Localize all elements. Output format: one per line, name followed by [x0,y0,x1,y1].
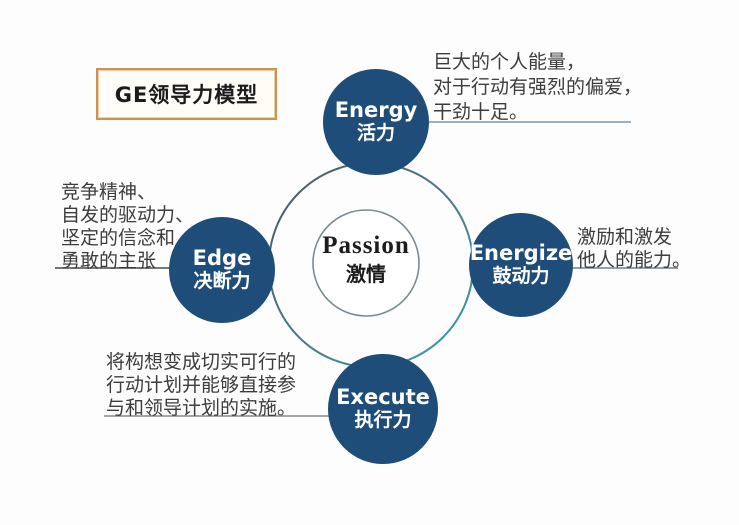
edge-annotation-line-3: 坚定的信念和 [61,227,176,249]
diagram-title: GE领导力模型 [114,83,259,107]
energy-annotation-line-3: 干劲十足。 [433,101,529,123]
execute-annotation: 将构想变成切实可行的 行动计划并能够直接参 与和领导计划的实施。 [106,351,326,420]
energize-annotation: 激励和激发 他人的能力。 [577,226,727,272]
node-energy-label-zh: 活力 [356,122,395,145]
center-label-en: Passion [322,232,410,259]
execute-annotation-line-2: 行动计划并能够直接参 [106,374,297,396]
node-execute-label-zh: 执行力 [354,409,412,432]
node-energize-label-zh: 鼓动力 [492,265,550,288]
edge-annotation-line-1: 竞争精神、 [61,181,157,203]
node-energy-label-en: Energy [334,98,418,123]
edge-annotation-line-2: 自发的驱动力、 [61,204,195,226]
node-execute: Execute 执行力 [328,354,438,464]
energy-annotation: 巨大的个人能量， 对于行动有强烈的偏爱， 干劲十足。 [433,50,663,125]
execute-annotation-line-3: 与和领导计划的实施。 [106,397,297,419]
node-energize-label-en: Energize [469,241,573,266]
execute-annotation-line-1: 将构想变成切实可行的 [106,351,297,373]
energize-annotation-line-1: 激励和激发 [577,226,673,248]
node-energize: Energize 鼓动力 [469,213,573,317]
center-circle [312,209,420,317]
node-energy: Energy 活力 [323,69,429,175]
energy-annotation-line-1: 巨大的个人能量， [433,51,586,73]
node-edge: Edge 决断力 [169,217,275,323]
node-edge-label-en: Edge [192,246,252,271]
center-label-zh: 激情 [346,261,386,286]
edge-annotation: 竞争精神、 自发的驱动力、 坚定的信念和 勇敢的主张 [61,181,221,273]
node-edge-label-zh: 决断力 [193,270,251,293]
energy-annotation-line-2: 对于行动有强烈的偏爱， [433,76,643,98]
edge-annotation-line-4: 勇敢的主张 [61,250,157,272]
diagram-title-box: GE领导力模型 [96,68,277,120]
node-execute-label-en: Execute [336,385,430,410]
center-passion-label: Passion 激情 [306,232,426,288]
energize-annotation-line-2: 他人的能力。 [577,249,692,271]
